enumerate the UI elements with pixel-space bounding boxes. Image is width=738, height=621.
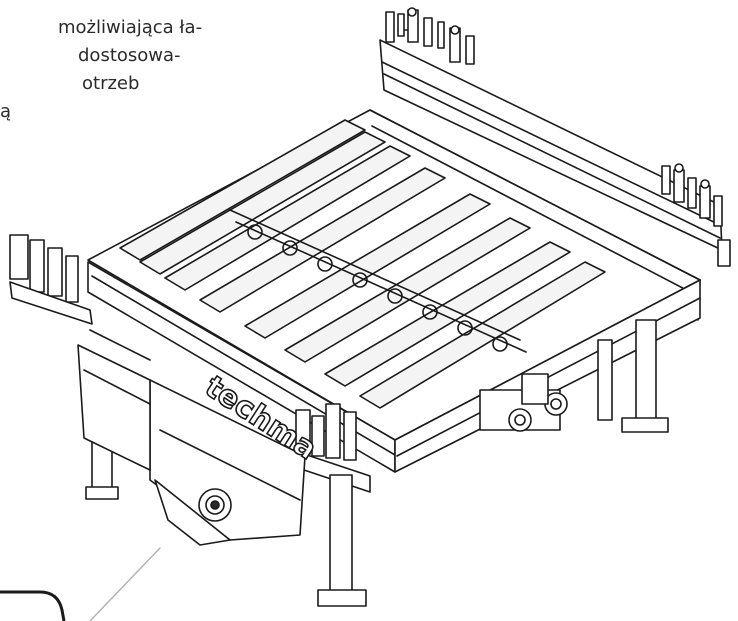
description-line-1: możliwiająca ła- [58, 17, 203, 38]
right-gear-motor [479, 373, 568, 432]
description-text: możliwiająca ła- dostosowa- otrzeb ą [0, 14, 240, 126]
description-line-2: dostosowa- [78, 45, 181, 66]
leg-front-center [317, 474, 367, 607]
description-line-4: ą [0, 101, 12, 122]
left-clamp-assembly [9, 234, 93, 325]
description-line-3: otrzeb [82, 73, 140, 94]
callout-line [89, 547, 161, 621]
upper-clamp-right [661, 163, 731, 267]
drive-motor [198, 488, 232, 522]
upper-clamp-left [385, 7, 475, 65]
callout-bubble-icon [0, 590, 66, 621]
leg-back-mid [597, 339, 613, 421]
leg-back-right [621, 319, 669, 433]
front-clamp-assembly [291, 403, 371, 493]
chain-drive [229, 209, 527, 353]
front-panel [77, 329, 151, 471]
roller-set [119, 119, 606, 409]
